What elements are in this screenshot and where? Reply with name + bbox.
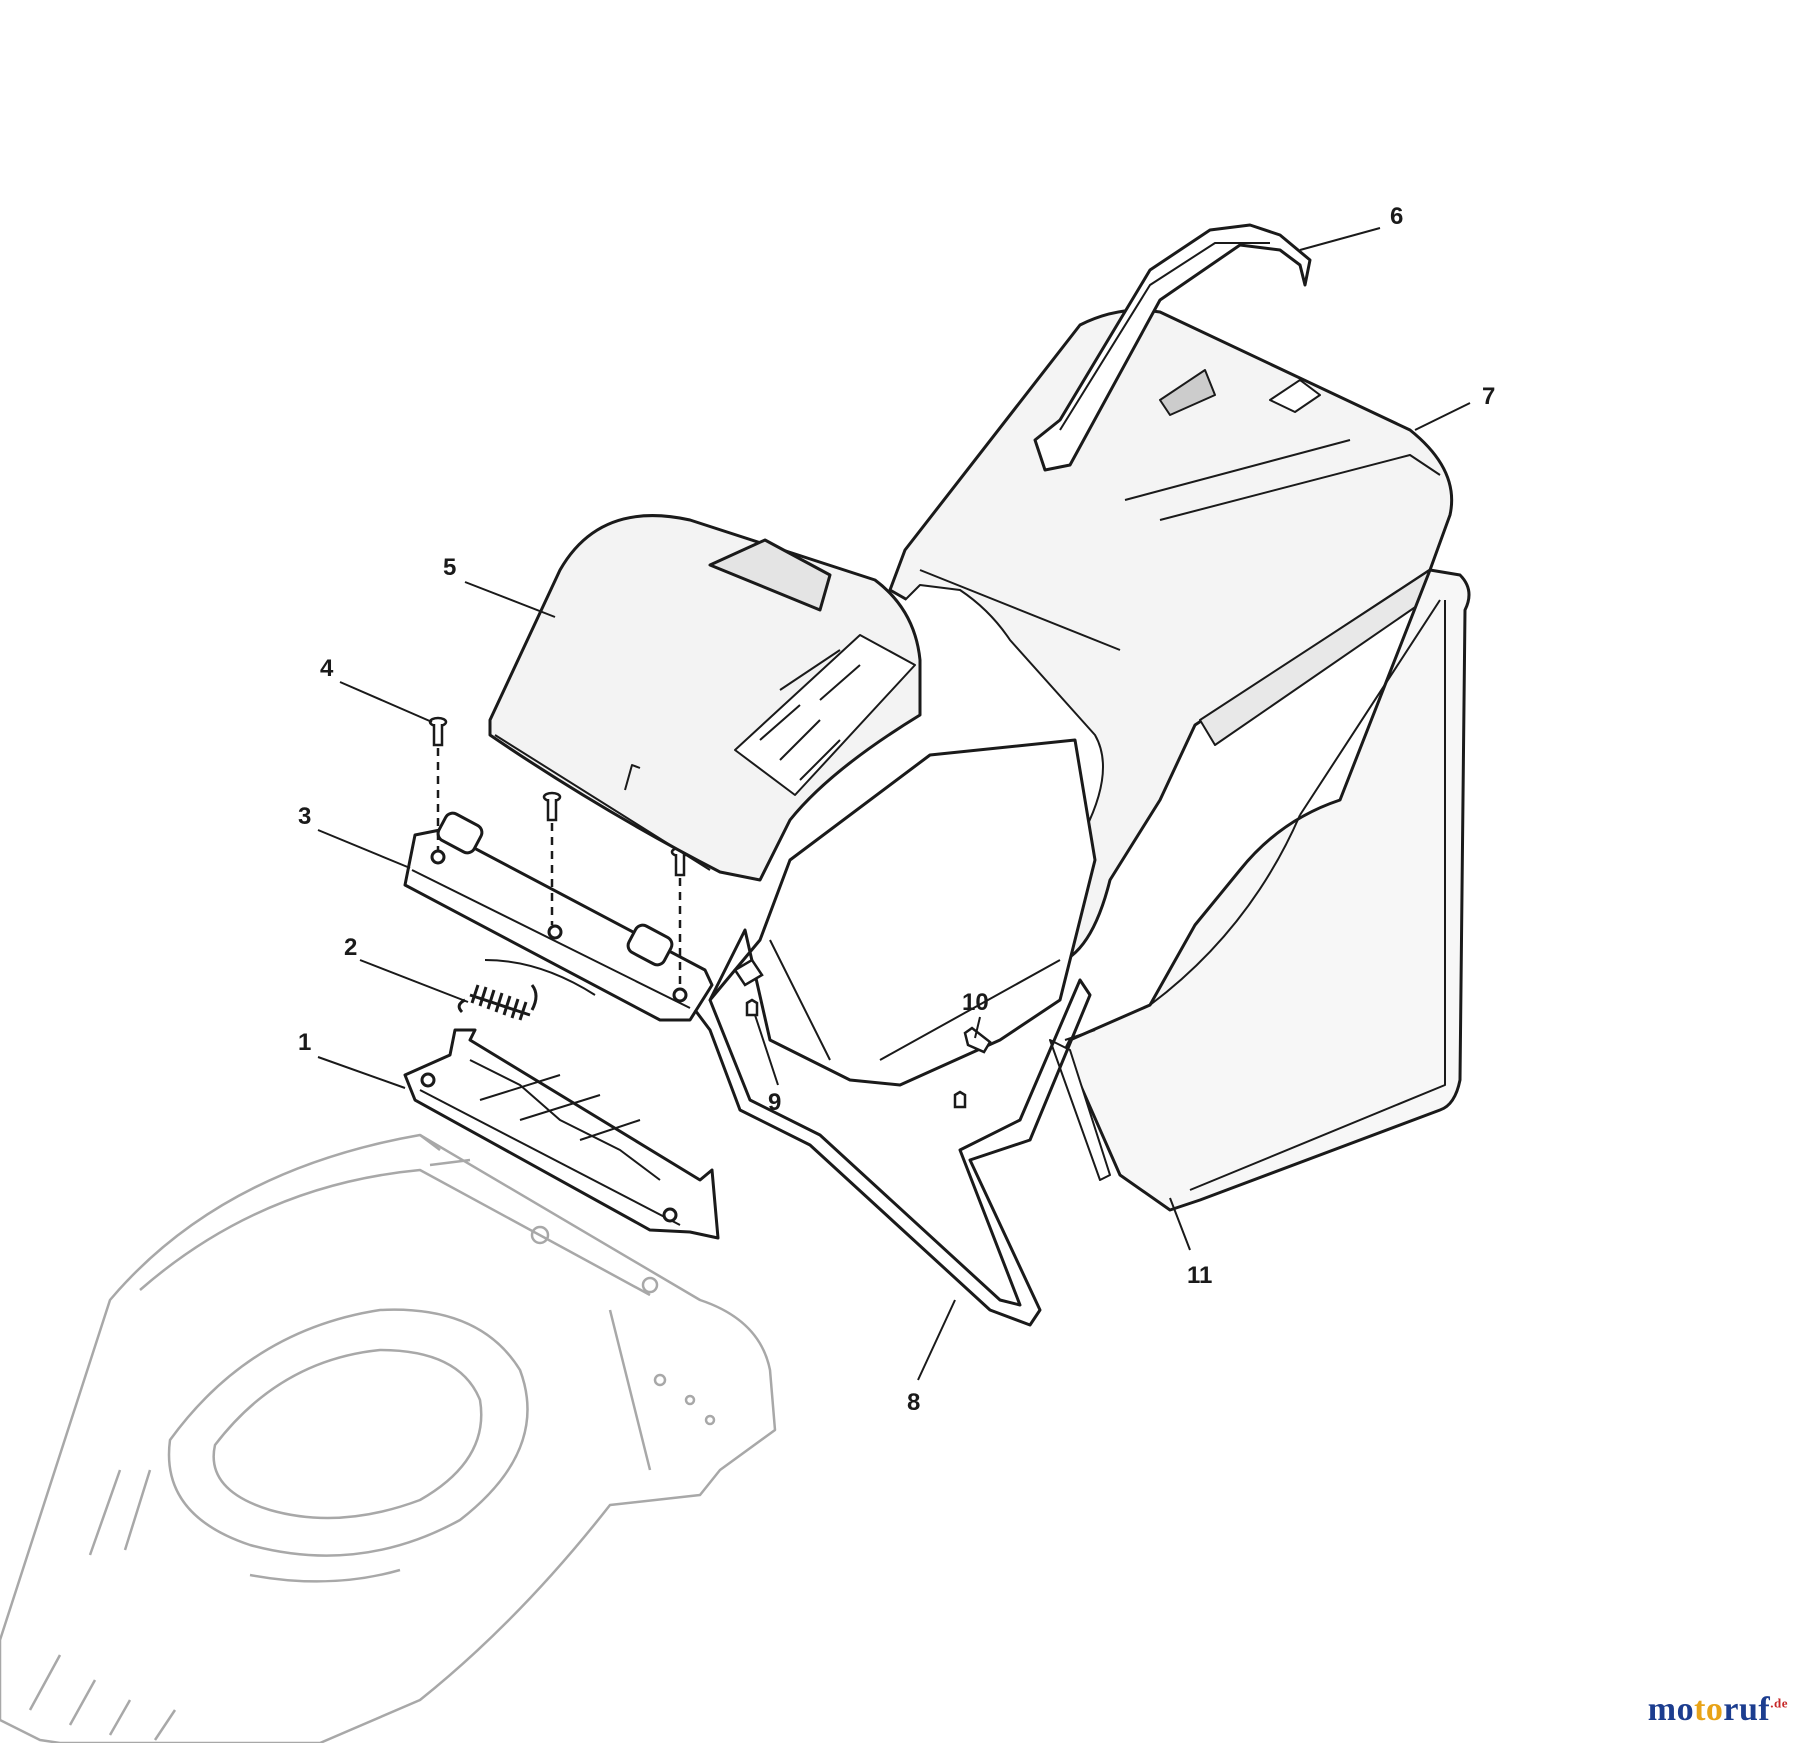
part-8-frame bbox=[693, 978, 1092, 1327]
callout-8: 8 bbox=[907, 1389, 920, 1416]
part-6-handle-grip bbox=[1033, 223, 1312, 472]
part-4-screws bbox=[428, 716, 690, 985]
part-9-clip-screw bbox=[733, 958, 764, 1017]
watermark-part-1: mo bbox=[1647, 1691, 1695, 1728]
mower-deck bbox=[0, 1133, 777, 1743]
part-3-flap-roller bbox=[403, 811, 714, 1022]
callout-9: 9 bbox=[768, 1089, 781, 1116]
watermark-part-3: ruf bbox=[1723, 1691, 1771, 1728]
part-5-rear-cover bbox=[488, 514, 922, 882]
callout-1: 1 bbox=[298, 1029, 311, 1056]
part-10-clip-screw bbox=[953, 1026, 992, 1109]
callout-3: 3 bbox=[298, 803, 311, 830]
callout-4: 4 bbox=[320, 655, 334, 682]
part-1-hinge-bracket bbox=[403, 1028, 720, 1240]
callout-10: 10 bbox=[962, 989, 989, 1016]
callouts: 1 2 3 4 5 6 7 8 9 10 11 bbox=[298, 203, 1495, 1416]
part-2-spring bbox=[457, 984, 538, 1021]
watermark-part-2: to bbox=[1694, 1691, 1724, 1728]
callout-11: 11 bbox=[1187, 1262, 1212, 1289]
callout-7: 7 bbox=[1482, 383, 1495, 410]
callout-6: 6 bbox=[1390, 203, 1403, 230]
part-11-grass-basket bbox=[1049, 568, 1471, 1212]
watermark-logo: motoruf.de bbox=[1648, 1691, 1788, 1729]
callout-5: 5 bbox=[443, 554, 456, 581]
chute-frame bbox=[708, 738, 1097, 1087]
leader-lines bbox=[317, 227, 1471, 1381]
callout-2: 2 bbox=[344, 934, 357, 961]
watermark-tld: .de bbox=[1770, 1695, 1788, 1711]
